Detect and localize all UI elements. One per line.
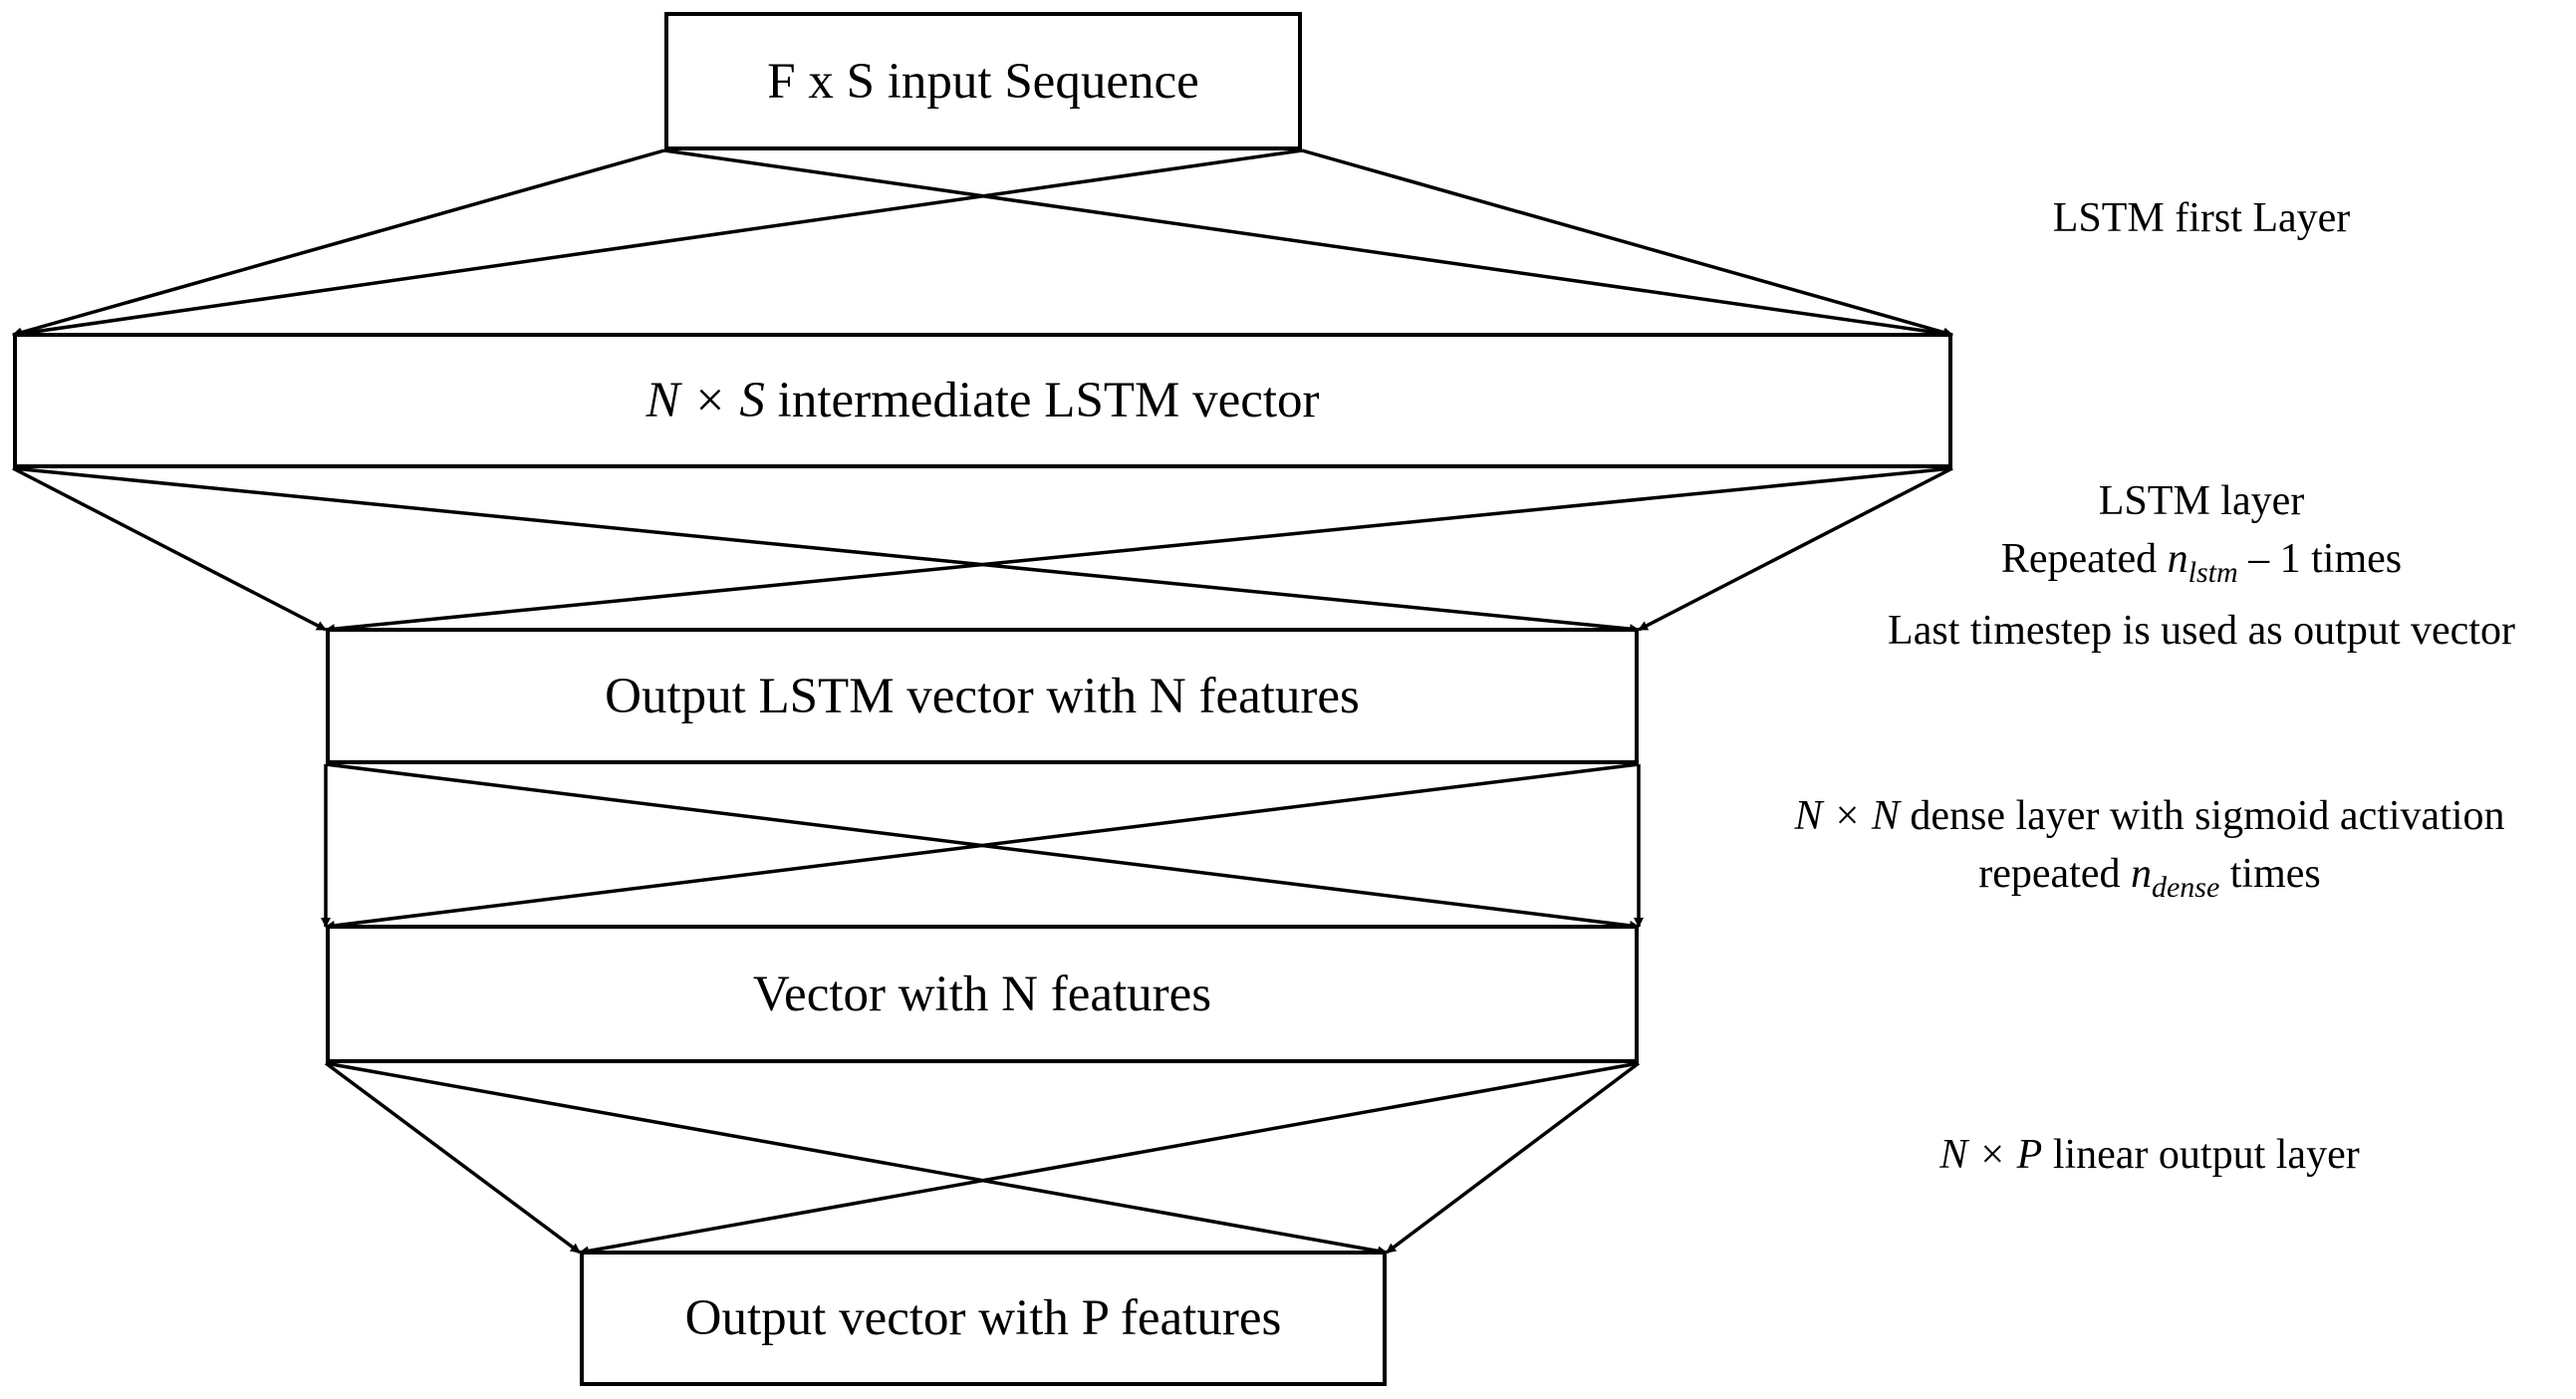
- lstm-last-timestep-line: Last timestep is used as output vector: [1888, 608, 2515, 654]
- input-cross-right-line: [12, 148, 1303, 339]
- vector-cross-left-line: [325, 1061, 1388, 1257]
- lstm-first-layer-text: LSTM first Layer: [2052, 195, 2351, 241]
- intermediate-lstm-vector-label: intermediate LSTM vector: [764, 373, 1320, 428]
- linear-output-layer-text: linear output layer: [2042, 1132, 2360, 1178]
- vector-to-final-left-line: [324, 1061, 582, 1255]
- lstm-layer-annotation: LSTM layer Repeated nlstm – 1 times Last…: [1888, 472, 2515, 660]
- output-lstm-vector-label: Output LSTM vector with N features: [605, 668, 1360, 724]
- output-vector-p-features-label: Output vector with P features: [684, 1290, 1282, 1346]
- intermediate-cross-left-line: [12, 466, 1640, 635]
- lstm-repeat-prefix: Repeated: [2000, 536, 2168, 582]
- intermediate-to-lstm-output-right-line: [1638, 466, 1953, 632]
- dense-dimension-math: N × N: [1794, 793, 1900, 839]
- input-to-intermediate-right-line: [1301, 148, 1953, 338]
- dense-repeat-prefix: repeated: [1978, 851, 2131, 897]
- dense-layer-annotation: N × N dense layer with sigmoid activatio…: [1794, 787, 2504, 917]
- input-cross-left-line: [663, 148, 1953, 339]
- dense-repeat-line: repeated ndense times: [1794, 845, 2504, 917]
- lstm-repeat-variable: n: [2167, 536, 2189, 582]
- lstm-repeat-suffix: – 1 times: [2237, 536, 2403, 582]
- output-vector-p-features-box: Output vector with P features: [580, 1251, 1387, 1386]
- output-lstm-vector-box: Output LSTM vector with N features: [326, 628, 1639, 764]
- vector-cross-right-line: [579, 1061, 1640, 1257]
- linear-dimension-math: N × P: [1939, 1132, 2043, 1178]
- intermediate-to-lstm-output-left-line: [12, 466, 327, 632]
- dense-repeat-suffix: times: [2219, 851, 2321, 897]
- dense-layer-text: dense layer with sigmoid activation: [1899, 793, 2505, 839]
- intermediate-lstm-vector-box: N × S intermediate LSTM vector: [13, 333, 1952, 468]
- input-sequence-box: F x S input Sequence: [664, 12, 1302, 150]
- lstm-repeat-subscript: lstm: [2188, 556, 2238, 589]
- dense-repeat-variable: n: [2130, 851, 2152, 897]
- intermediate-dimension-math: N × S: [645, 373, 765, 428]
- intermediate-cross-right-line: [325, 466, 1953, 635]
- input-sequence-label: F x S input Sequence: [767, 53, 1199, 110]
- linear-output-layer-annotation: N × P linear output layer: [1939, 1126, 2359, 1184]
- vector-to-final-right-line: [1385, 1061, 1641, 1255]
- input-to-intermediate-left-line: [12, 148, 665, 338]
- dense-repeat-subscript: dense: [2151, 871, 2220, 904]
- lstm-output-cross-right-line: [325, 762, 1640, 931]
- vector-n-features-label: Vector with N features: [752, 966, 1212, 1022]
- lstm-first-layer-annotation: LSTM first Layer: [2053, 189, 2351, 247]
- dense-layer-line: N × N dense layer with sigmoid activatio…: [1794, 787, 2504, 845]
- lstm-layer-repeat-line: Repeated nlstm – 1 times: [1888, 530, 2515, 602]
- lstm-layer-title: LSTM layer: [2098, 478, 2305, 524]
- vector-n-features-box: Vector with N features: [326, 925, 1639, 1063]
